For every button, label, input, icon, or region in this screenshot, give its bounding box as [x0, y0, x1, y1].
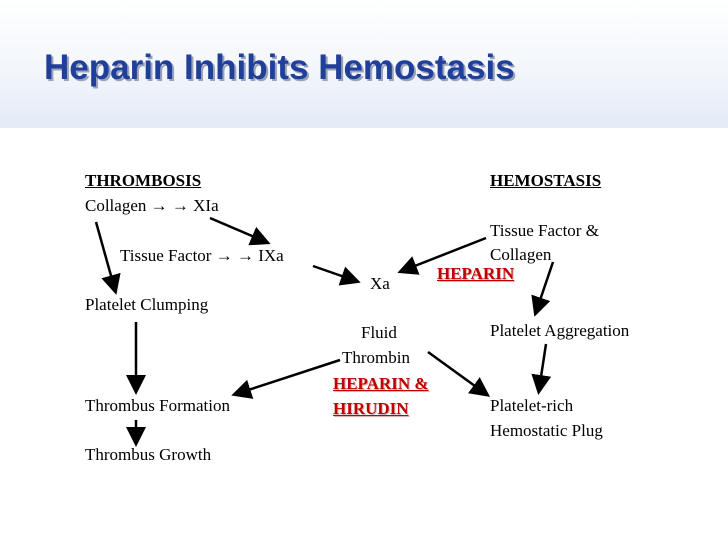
hemostasis-header: HEMOSTASIS [490, 171, 602, 190]
tissue-factor-collagen-line1: Tissue Factor & [490, 221, 599, 240]
arrow-tissue-factor-to-xa [397, 236, 487, 275]
thrombin-label: Thrombin [342, 348, 410, 367]
arrow-xia-to-tissue-factor [209, 216, 271, 246]
arrow-collagen-to-platelet-aggregation [531, 261, 555, 317]
collagen-xia-label: Collagen → → XIa [85, 196, 219, 215]
platelet-aggregation-label: Platelet Aggregation [490, 321, 630, 340]
slide-title: Heparin Inhibits Hemostasis [44, 48, 515, 87]
tissue-factor-ixa-label: Tissue Factor → → IXa [120, 246, 284, 265]
heparin-label: HEPARIN [437, 264, 515, 283]
arrow-ixa-to-xa [312, 264, 361, 286]
tissue-factor-collagen-line2: Collagen [490, 245, 552, 264]
xa-label: Xa [370, 274, 390, 293]
fluid-label: Fluid [361, 323, 397, 342]
hemostatic-plug-line2: Hemostatic Plug [490, 421, 603, 440]
heparin-hirudin-label-line2: HIRUDIN [333, 399, 409, 418]
header-band [0, 0, 728, 128]
heparin-hirudin-label-line1: HEPARIN & [333, 374, 429, 393]
arrow-aggregation-to-plug [531, 343, 552, 395]
thrombus-formation-label: Thrombus Formation [85, 396, 230, 415]
arrow-collagen-to-platelet-clumping [94, 221, 121, 295]
thrombus-growth-label: Thrombus Growth [85, 445, 212, 464]
arrow-thrombin-to-plug [427, 350, 491, 397]
arrow-thrombin-to-thrombus-formation [231, 358, 341, 399]
platelet-clumping-label: Platelet Clumping [85, 295, 209, 314]
hemostatic-plug-line1: Platelet-rich [490, 396, 574, 415]
thrombosis-header: THROMBOSIS [85, 171, 202, 190]
